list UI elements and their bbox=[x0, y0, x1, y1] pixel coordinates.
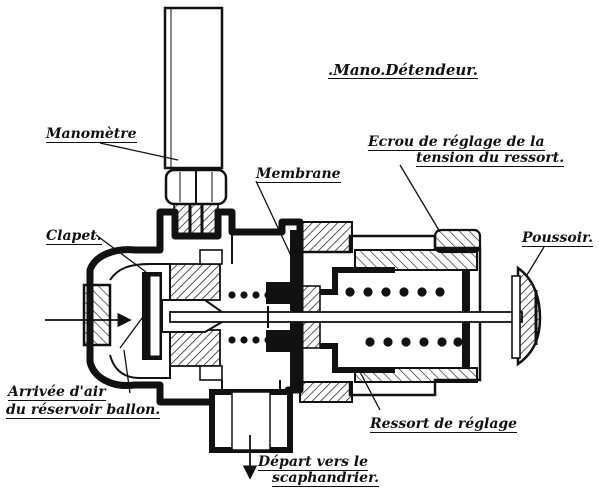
leader-lines bbox=[95, 142, 545, 411]
label-depart-line1: Départ vers le bbox=[258, 454, 369, 471]
adjusting-spring bbox=[345, 287, 463, 347]
pusher-knob bbox=[511, 265, 542, 367]
label-arrivee-line2: du réservoir ballon. bbox=[6, 402, 161, 419]
membrane bbox=[266, 230, 321, 390]
label-depart-line2: scaphandrier. bbox=[272, 470, 380, 487]
label-clapet: Clapet. bbox=[46, 228, 102, 245]
label-ressort: Ressort de réglage bbox=[370, 416, 518, 433]
diagram-title: .Mano.Détendeur. bbox=[328, 61, 479, 79]
label-manometre: Manomètre bbox=[46, 126, 137, 143]
label-ecrou-line1: Ecrou de réglage de la bbox=[368, 134, 545, 151]
label-poussoir: Poussoir. bbox=[522, 230, 594, 247]
label-ecrou-line2: tension du ressort. bbox=[416, 150, 565, 167]
label-membrane: Membrane bbox=[256, 166, 341, 183]
valve-body bbox=[82, 208, 304, 453]
manometer-gauge bbox=[163, 6, 228, 235]
label-arrivee-line1: Arrivée d'air bbox=[8, 384, 106, 401]
spring-housing bbox=[299, 221, 482, 403]
